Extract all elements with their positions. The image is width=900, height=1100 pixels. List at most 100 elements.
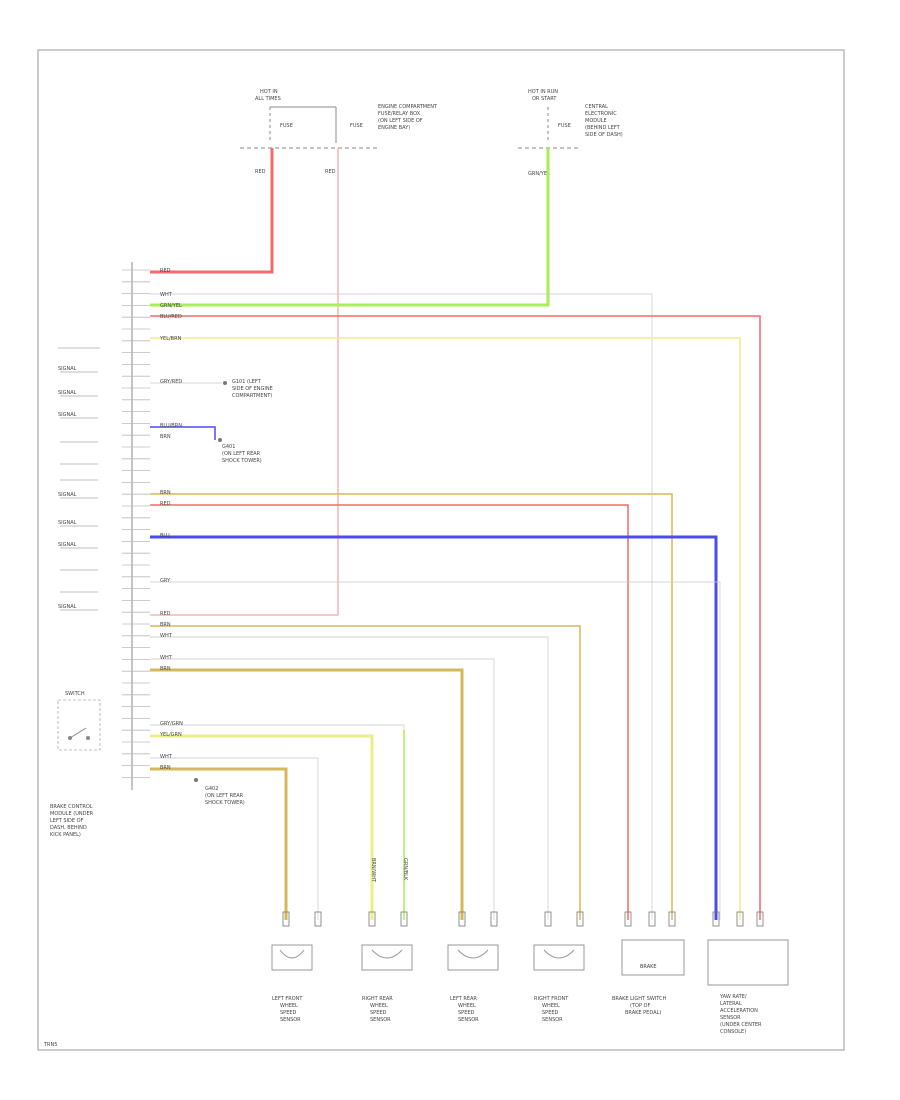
brake-switch-line: BRAKE PEDAL) — [625, 1010, 661, 1016]
ign-desc-5: SIDE OF DASH) — [585, 132, 623, 138]
wire-label: WHT — [160, 655, 173, 661]
sensor-label-line: SPEED — [280, 1010, 297, 1016]
ign-desc-4: (BEHIND LEFT — [585, 125, 621, 131]
wire-terminal — [368, 911, 376, 927]
wire-terminal — [668, 911, 676, 927]
wire-label: GRN/YEL — [160, 303, 182, 309]
wire — [150, 504, 629, 920]
wheel-speed-sensors: LEFT FRONT WHEEL SPEED SENSOR RIGHT REAR… — [271, 944, 585, 1023]
wire-label: WHT — [160, 292, 173, 298]
yaw-sensor-line: (UNDER CENTER — [720, 1022, 762, 1028]
module-label-line: MODULE (UNDER — [50, 811, 94, 817]
fuse-right-label: FUSE — [350, 123, 363, 129]
sensor-left-front: LEFT FRONT WHEEL SPEED SENSOR — [271, 944, 313, 1023]
wire — [150, 658, 495, 920]
wire — [150, 636, 549, 920]
fuse-box-desc-4: ENGINE BAY) — [378, 125, 410, 131]
fuse-box-title-2: ALL TIMES — [255, 96, 281, 102]
ign-title-1: HOT IN RUN — [528, 89, 558, 95]
ign-fuse-label: FUSE — [558, 123, 571, 129]
module-side-labels: SIGNAL SIGNAL SIGNAL SIGNAL SIGNAL SIGNA… — [58, 347, 100, 611]
sensor-left-rear: LEFT REAR WHEEL SPEED SENSOR — [447, 944, 499, 1023]
wire-terminal — [400, 911, 408, 927]
wire — [150, 426, 216, 440]
wire-terminal — [282, 911, 290, 927]
module-label-line: BRAKE CONTROL — [50, 804, 93, 810]
yaw-sensor-line: CONSOLE) — [720, 1029, 746, 1035]
module-label-line: LEFT SIDE OF — [50, 818, 84, 824]
wire-terminal — [314, 911, 322, 927]
wire-label: BRN — [160, 434, 171, 440]
switch: SWITCH — [57, 691, 101, 751]
ground-icon — [218, 438, 222, 442]
sensor-label-line: SPEED — [458, 1010, 475, 1016]
ign-desc-2: ELECTRONIC — [585, 111, 617, 117]
wheel-speed-sensor-icon — [361, 944, 413, 971]
sensor-label-line: WHEEL — [542, 1003, 560, 1009]
switch-label: SWITCH — [65, 691, 85, 697]
yaw-sensor-line: LATERAL — [720, 1001, 742, 1007]
wire-terminal — [576, 911, 584, 927]
wire-label: BLU/BRN — [160, 423, 182, 429]
side-label: SIGNAL — [58, 492, 77, 498]
side-label: SIGNAL — [58, 520, 77, 526]
wire-label: RED — [160, 611, 171, 617]
module-connector — [122, 262, 150, 790]
switch-contact-icon — [86, 736, 90, 740]
wire-label: YEL/BRN — [159, 336, 182, 342]
module-label-line: DASH, BEHIND — [50, 825, 87, 831]
ground-notes: G101 (LEFT SIDE OF ENGINE COMPARTMENT) G… — [194, 379, 273, 806]
yaw-sensor-line: ACCELERATION — [720, 1008, 758, 1014]
ground-icon — [223, 381, 227, 385]
side-label: SIGNAL — [58, 412, 77, 418]
brake-switch-inner: BRAKE — [640, 964, 657, 970]
wire — [150, 315, 761, 920]
side-label: SIGNAL — [58, 604, 77, 610]
fuse-box-title-1: HOT IN — [260, 89, 278, 95]
wire-label: BRN — [160, 622, 171, 628]
wire-terminal — [712, 911, 720, 927]
wires — [150, 148, 764, 927]
wire — [150, 724, 405, 730]
footer-tag: TRN5 — [43, 1042, 57, 1048]
wire-label: YEL/GRN — [159, 732, 182, 738]
ground-note-line: COMPARTMENT) — [232, 393, 272, 399]
brake-switch-title: BRAKE LIGHT SWITCH — [612, 996, 667, 1002]
ground-note-line: G402 — [205, 786, 218, 792]
sensor-label-line: SPEED — [542, 1010, 559, 1016]
sensor-wire-label: GRN/BLK — [402, 858, 408, 881]
ground-note-line: (ON LEFT REAR — [222, 451, 261, 457]
wire-label: GRY/RED — [160, 379, 182, 385]
wire — [150, 757, 319, 920]
yaw-sensor-line: YAW RATE/ — [719, 994, 747, 1000]
sensor-label-line: SENSOR — [458, 1017, 479, 1023]
ground-note-line: SHOCK TOWER) — [222, 458, 262, 464]
fuse-left-label: FUSE — [280, 123, 293, 129]
side-label: SIGNAL — [58, 366, 77, 372]
sensor-right-front: RIGHT FRONT WHEEL SPEED SENSOR — [533, 944, 585, 1023]
ground-icon — [194, 778, 198, 782]
wire — [150, 625, 581, 920]
wire — [150, 734, 374, 920]
wire-label: BRN — [160, 490, 171, 496]
switch-lever — [69, 727, 87, 739]
fuse-box-desc-2: FUSE/RELAY BOX — [378, 111, 421, 117]
ground-note-line: G101 (LEFT — [232, 379, 262, 385]
wire — [150, 148, 550, 307]
brake-switch-body — [621, 939, 685, 976]
wire-terminal — [458, 911, 466, 927]
ign-desc-3: MODULE — [585, 118, 607, 124]
wire — [150, 148, 274, 274]
wheel-speed-sensor-icon — [447, 944, 499, 971]
wire-label: WHT — [160, 754, 173, 760]
wire — [150, 668, 464, 920]
sensor-label-line: RIGHT FRONT — [534, 996, 569, 1002]
wire-terminal — [490, 911, 498, 927]
fuse-right-wire-label: RED — [325, 169, 336, 175]
side-label: SIGNAL — [58, 542, 77, 548]
sensor-label-line: WHEEL — [280, 1003, 298, 1009]
wire-label: BRN — [160, 765, 171, 771]
ign-wire-label: GRN/YEL — [528, 171, 550, 177]
ground-note-line: G401 — [222, 444, 235, 450]
